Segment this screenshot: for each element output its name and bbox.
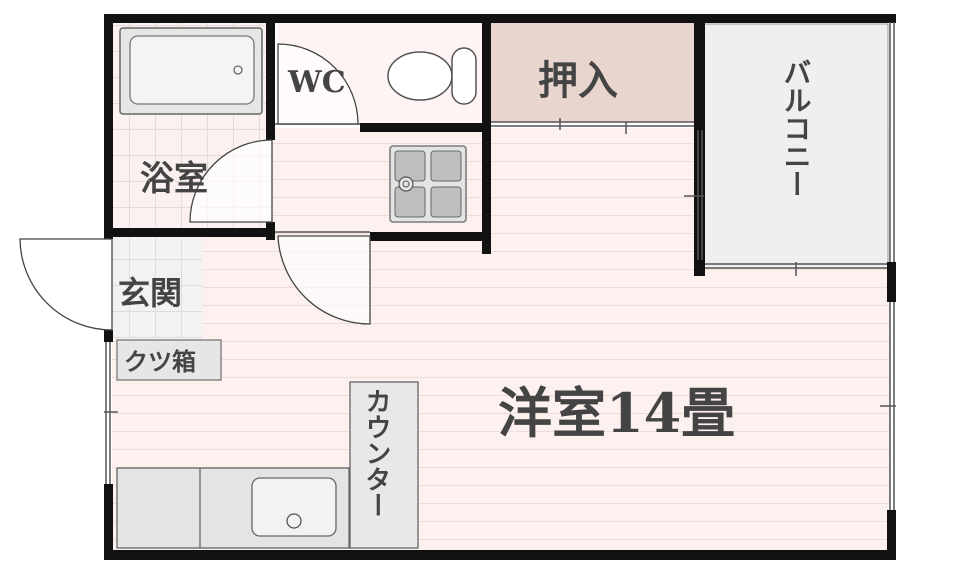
- room-label-entrance: 玄関: [118, 274, 182, 312]
- outer-walls: [104, 14, 896, 560]
- room-label-shoe-box: クツ箱: [124, 347, 196, 376]
- room-label-closet: 押入: [538, 57, 618, 104]
- thin-lines: [104, 22, 896, 510]
- room-label-western-room: 洋室14畳: [498, 381, 735, 445]
- counter: [349, 381, 419, 549]
- balcony-area: [703, 23, 889, 269]
- room-label-balcony: バルコニー: [780, 58, 813, 198]
- closet-area: [490, 22, 694, 122]
- toilet-icon: [387, 47, 477, 105]
- doors: [19, 43, 371, 331]
- kitchen-sink-icon: [116, 467, 350, 549]
- room-label-bathroom: 浴室: [140, 159, 208, 199]
- entrance-floor: [112, 238, 202, 338]
- room-label-toilet: WC: [287, 65, 346, 100]
- shoe-box: [116, 339, 222, 381]
- washing-machine-pan-icon: [389, 145, 467, 223]
- bathtub-icon: [119, 27, 263, 115]
- interior-walls: [104, 14, 705, 276]
- room-label-counter: カウンター: [361, 388, 391, 518]
